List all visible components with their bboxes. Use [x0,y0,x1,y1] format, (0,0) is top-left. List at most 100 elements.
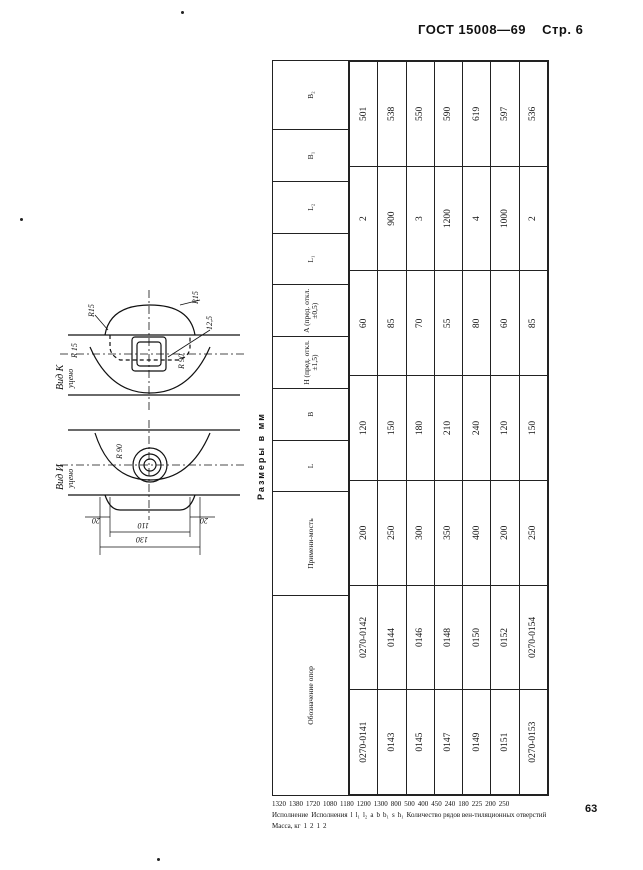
val-l: 800 [390,800,402,808]
hdr-l2: l₂ [362,811,368,819]
cell-e1-1: 0143 [377,689,407,795]
view-k-label: Вид К [55,363,66,390]
cell-H-4: 400 [462,480,491,586]
cell-e2-0: 0270-0142 [349,585,378,690]
cell-h1-6: 85 [519,270,548,376]
hdr-n2b: 2 [323,822,327,830]
cell-e2-5: 0152 [490,585,520,690]
cell-e1-3: 0147 [434,689,463,795]
cell-B-b: 1000 [490,166,520,271]
cell-holes-c: 4 [462,166,491,271]
dimension-table-wrapper: Обозначение опор Примени-мость L B H (пр… [272,60,549,796]
cell-e1-5: 0151 [490,689,520,795]
dim-r15-left: R15 [87,304,96,318]
cell-mass-0: 501 [349,61,378,167]
cell-s-0: 120 [349,375,378,481]
val-l2-a: 400 [417,800,429,808]
header-L1: L₁ [272,233,349,285]
cell-s-4: 240 [462,375,491,481]
dim-110: 110 [138,521,149,530]
hdr-n1b: 1 [316,822,321,830]
cell-e2-4: 0150 [462,585,491,690]
cell-s-3: 210 [434,375,463,481]
header-A: A (пред. откл. ±0,5) [272,284,349,337]
page-header: ГОСТ 15008—69 Стр. 6 [418,22,583,37]
cell-L: 1200 [434,166,463,271]
cell-h1-0: 60 [349,270,378,376]
cell-mass-6: 536 [519,61,548,167]
cell-H-1: 250 [377,480,407,586]
cell-e2-3: 0148 [434,585,463,690]
dim-r90-top: R 90 [177,354,186,370]
header-H: H (пред. откл. ±1,5) [272,336,349,389]
speck [181,11,184,14]
cell-e1-2: 0145 [406,689,435,795]
header-application: Примени-мость [272,491,349,596]
val-B1-b: 1180 [340,800,354,808]
standard-number: ГОСТ 15008—69 [418,22,527,37]
val-a: 240 [444,800,456,808]
dim-r90-bottom: R 90 [115,444,124,460]
header-B: B [272,388,349,441]
hdr-n1: 1 [303,822,308,830]
hdr-n2: 2 [310,822,314,830]
dim-12-5: 12,5 [205,316,214,330]
view-i-note: уцено [66,469,75,489]
cell-s-6: 150 [519,375,548,481]
dim-r15-top: R15 [191,291,200,305]
view-i-label: Вид И [55,463,66,490]
hdr-execution: Исполнение [272,811,309,819]
cell-H-6: 250 [519,480,548,586]
speck [20,218,23,221]
technical-drawing: 130 110 20 20 R 90 R 90 R15 R15 R 15 12,… [55,290,245,555]
val-b-b: 200 [485,800,496,808]
dim-130: 130 [136,535,148,544]
cell-h1-2: 70 [406,270,435,376]
dimension-table: Обозначение опор Примени-мость L B H (пр… [272,60,549,796]
dim-20-left: 20 [92,516,100,525]
val-L2: 1720 [306,800,320,808]
speck [157,858,160,861]
hdr-mass: Масса, кг [272,822,301,830]
cell-H-5: 200 [490,480,520,586]
val-L1: 1380 [289,800,303,808]
cell-mass-3: 590 [434,61,463,167]
val-l2-b: 450 [431,800,442,808]
val-b1-a: 225 [471,800,483,808]
cell-s-2: 180 [406,375,435,481]
cell-holes-b: 3 [406,166,435,271]
cell-mass-4: 619 [462,61,491,167]
cell-mass-2: 550 [406,61,435,167]
cell-h1-4: 80 [462,270,491,376]
cell-e2-6: 0270-0154 [519,585,548,690]
hdr-h1: h₁ [397,811,404,819]
cell-h1-1: 85 [377,270,407,376]
cell-e1-0: 0270-0141 [349,689,378,795]
cell-s-1: 150 [377,375,407,481]
header-B1: B₁ [272,129,349,182]
table-caption: Размеры в мм [256,412,266,500]
hdr-holes: Количество рядов вен-тиляционных отверст… [406,811,547,819]
cell-B-a: 900 [377,166,407,271]
cell-e2-2: 0146 [406,585,435,690]
val-B2-b: 1300 [373,800,388,808]
header-L2: L₂ [272,181,349,234]
hdr-l1: l₁ [355,811,360,819]
cell-h1-3: 55 [434,270,463,376]
grouped-values: 1320 1380 1720 1080 1180 1200 1300 800 5… [272,800,548,830]
cell-H-0: 200 [349,480,378,586]
page-label: Стр. 6 [542,22,584,37]
view-k-note: уцено [66,369,75,389]
val-B2-a: 1200 [356,800,371,808]
hdr-l: l [350,811,353,819]
val-B1-a: 1080 [323,800,337,808]
hdr-b: b [376,811,380,819]
header-B2: B₂ [272,60,349,130]
cell-e1-6: 0270-0153 [519,689,548,795]
cell-h1-5: 60 [490,270,520,376]
header-L: L [272,440,349,492]
val-l1: 500 [404,800,415,808]
cell-H-2: 300 [406,480,435,586]
hdr-exec2: Исполнения [311,811,348,819]
header-designation: Обозначение опор [272,595,349,796]
